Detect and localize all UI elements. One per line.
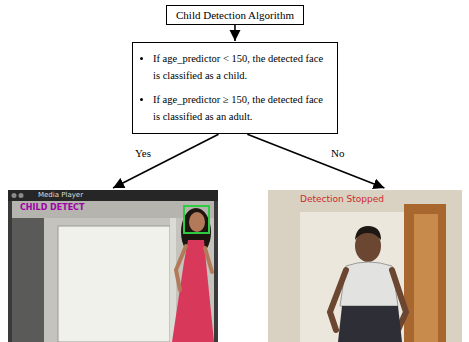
bullet-list: If age_predictor < 150, the detected fac…	[137, 50, 329, 125]
detect-status: Detection Stopped	[300, 194, 462, 205]
branch-label: Yes	[134, 147, 152, 159]
adult-result-screenshot: Detection Stopped	[268, 190, 462, 342]
box-title: Child Detection Algorithm	[176, 9, 294, 21]
child-screenshot	[8, 190, 218, 342]
detect-status: CHILD DETECT	[20, 203, 218, 213]
rule-text: If age_predictor < 150, the detected fac…	[153, 50, 329, 85]
flow-arrow	[247, 134, 384, 188]
rule-text: If age_predictor ≥ 150, the detected fac…	[153, 91, 329, 126]
algorithm-box: Child Detection Algorithm	[166, 5, 304, 25]
branch-label: No	[330, 147, 345, 159]
rule-box: If age_predictor < 150, the detected fac…	[132, 42, 338, 134]
child-result-screenshot: Media PlayerCHILD DETECT	[8, 190, 218, 342]
flow-arrow	[234, 25, 236, 41]
flow-arrow	[113, 134, 219, 188]
adult-screenshot	[268, 190, 462, 342]
window-title: Media Player	[38, 191, 218, 200]
